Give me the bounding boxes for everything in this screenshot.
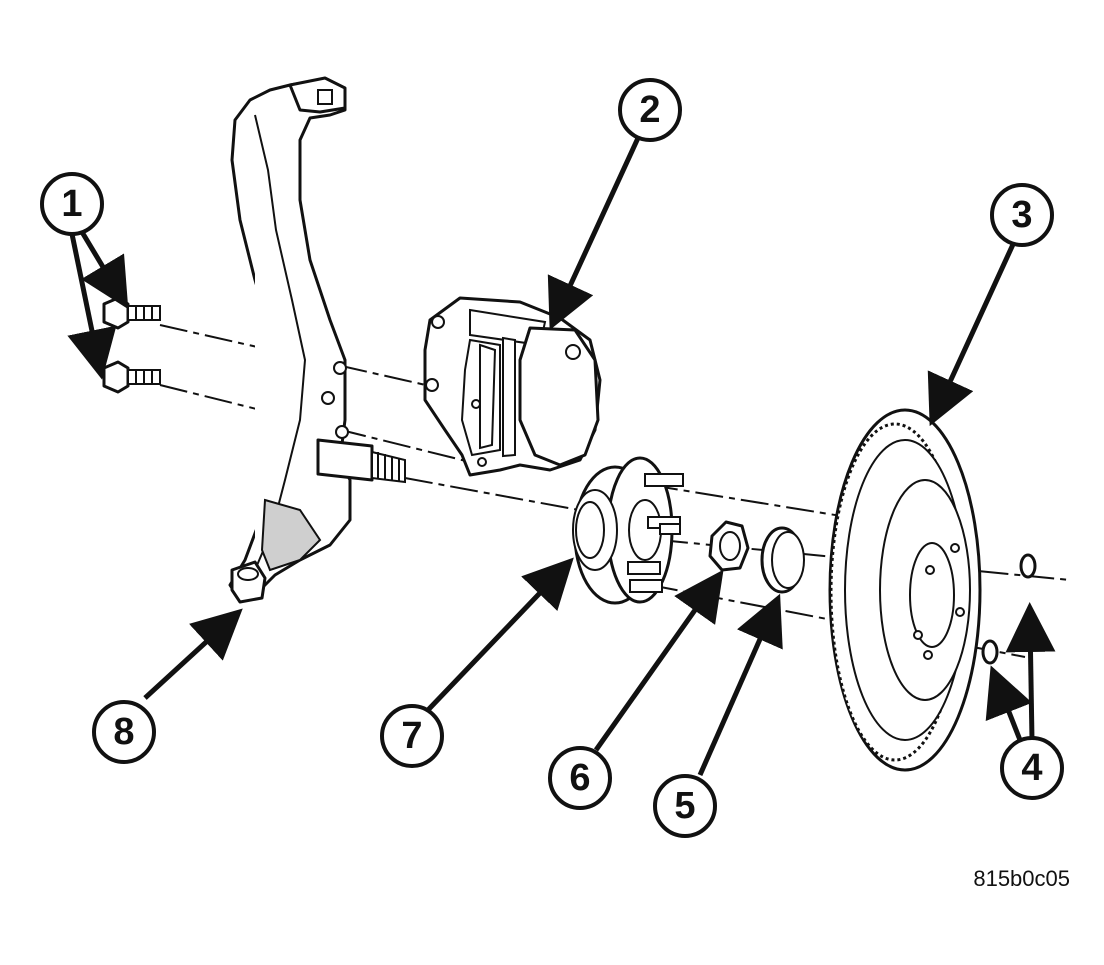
hub-and-bearing <box>572 456 684 605</box>
grease-cap <box>760 526 805 594</box>
leader-arrows <box>67 136 1056 777</box>
rotor-retainer-clips <box>981 553 1037 665</box>
callout-1-label: 1 <box>61 183 82 225</box>
callout-5: 5 <box>653 774 717 838</box>
callout-8-label: 8 <box>113 711 134 753</box>
bolt-upper <box>102 296 161 330</box>
callout-7-label: 7 <box>401 715 422 757</box>
bolt-lower <box>102 360 161 394</box>
callout-7: 7 <box>380 704 444 768</box>
caliper-mounting-bolts <box>102 296 161 394</box>
callout-6-label: 6 <box>569 757 590 799</box>
callout-6: 6 <box>548 746 612 810</box>
callout-3: 3 <box>990 183 1054 247</box>
hub-studs <box>627 473 684 593</box>
callout-3-label: 3 <box>1011 194 1032 236</box>
callout-1: 1 <box>40 172 104 236</box>
callout-4-label: 4 <box>1021 747 1042 789</box>
brake-caliper <box>423 296 602 477</box>
hub-nut <box>708 520 750 572</box>
callout-2: 2 <box>618 78 682 142</box>
brake-rotor <box>828 408 982 772</box>
steering-knuckle <box>228 76 406 604</box>
callout-8: 8 <box>92 700 156 764</box>
callout-2-label: 2 <box>639 89 660 131</box>
callout-5-label: 5 <box>674 785 695 827</box>
callout-4: 4 <box>1000 736 1064 800</box>
figure-code: 815b0c05 <box>973 866 1070 891</box>
